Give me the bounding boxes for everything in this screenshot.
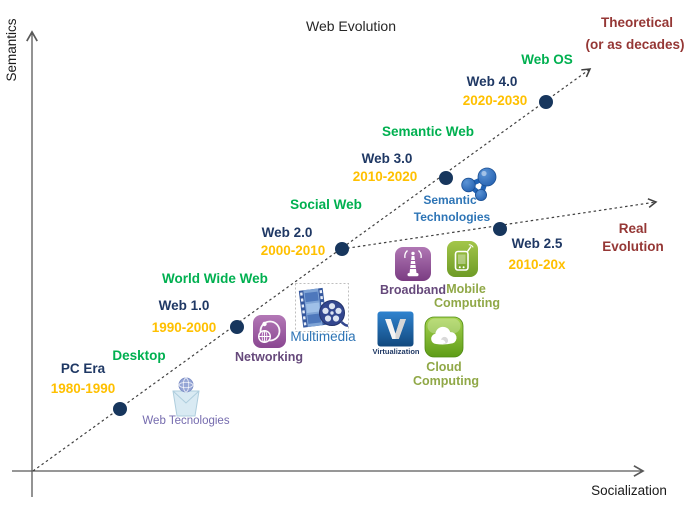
multimedia-label: Multimedia bbox=[290, 329, 356, 344]
broadband-label: Broadband bbox=[380, 283, 446, 297]
era-label-web1: Web 1.0 bbox=[158, 298, 210, 313]
paradigm-label-web1: World Wide Web bbox=[162, 271, 268, 286]
paradigm-label-web3: Semantic Web bbox=[381, 124, 475, 139]
semantic-technologies-label-line1: Semantic bbox=[423, 193, 477, 207]
mobile-computing-label-line1: Mobile bbox=[446, 282, 486, 296]
milestone-dot-web3 bbox=[439, 171, 453, 185]
networking-icon bbox=[252, 314, 287, 349]
paradigm-label-web2: Social Web bbox=[290, 197, 362, 212]
diagram-title: Web Evolution bbox=[305, 18, 397, 34]
decade-label-web3: 2010-2020 bbox=[352, 169, 418, 184]
milestone-dot-web25 bbox=[493, 222, 507, 236]
decade-label-pc: 1980-1990 bbox=[50, 381, 116, 396]
y-axis-label: Semantics bbox=[4, 18, 19, 82]
cloud-computing-icon bbox=[424, 316, 464, 358]
decade-label-web1: 1990-2000 bbox=[151, 320, 217, 335]
milestone-dot-web2 bbox=[335, 242, 349, 256]
paradigm-label-pc: Desktop bbox=[112, 348, 166, 363]
decade-label-web4: 2020-2030 bbox=[462, 93, 528, 108]
era-label-pc: PC Era bbox=[60, 361, 106, 376]
broadband-icon bbox=[394, 246, 432, 282]
web-technologies-label: Web Tecnologies bbox=[142, 415, 230, 427]
mobile-computing-icon bbox=[446, 240, 479, 278]
milestone-dot-pc-era bbox=[113, 402, 127, 416]
cloud-computing-label-line2: Computing bbox=[413, 374, 479, 388]
virtualization-label: Virtualization bbox=[372, 347, 420, 356]
theoretical-trend-line bbox=[32, 68, 592, 472]
x-axis-label: Socialization bbox=[591, 483, 667, 498]
networking-label: Networking bbox=[234, 350, 304, 364]
milestone-dot-web1 bbox=[230, 320, 244, 334]
cloud-computing-label-line1: Cloud bbox=[426, 360, 462, 374]
theoretical-annotation-line1: Theoretical bbox=[600, 15, 674, 30]
semantic-technologies-label-line2: Technologies bbox=[413, 210, 491, 224]
semantic-technologies-icon bbox=[456, 164, 500, 204]
mobile-computing-label-line2: Computing bbox=[434, 296, 500, 310]
real-annotation-line2: Evolution bbox=[602, 239, 664, 254]
decade-label-web2: 2000-2010 bbox=[260, 243, 326, 258]
theoretical-annotation-line2: (or as decades) bbox=[585, 37, 685, 52]
decade-label-web25: 2010-20x bbox=[508, 257, 566, 272]
milestone-dot-web4 bbox=[539, 95, 553, 109]
paradigm-label-web4: Web OS bbox=[521, 52, 573, 67]
era-label-web3: Web 3.0 bbox=[361, 151, 413, 166]
real-annotation-line1: Real bbox=[618, 221, 648, 236]
era-label-web25: Web 2.5 bbox=[511, 236, 563, 251]
era-label-web4: Web 4.0 bbox=[466, 74, 518, 89]
multimedia-icon bbox=[295, 283, 349, 332]
era-label-web2: Web 2.0 bbox=[261, 225, 313, 240]
virtualization-icon bbox=[377, 311, 414, 347]
web-technologies-icon bbox=[167, 375, 205, 417]
